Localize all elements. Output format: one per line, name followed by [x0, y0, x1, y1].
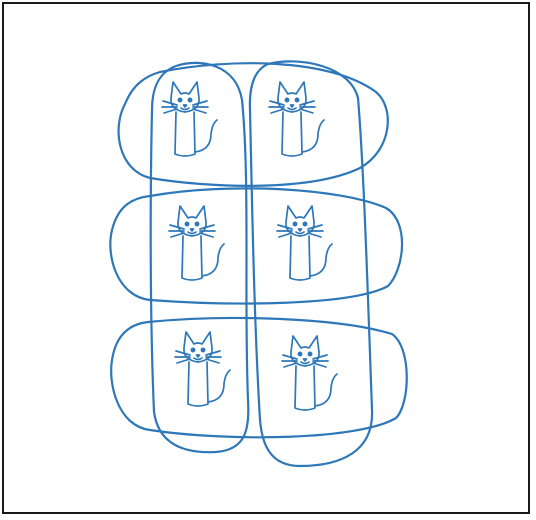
cat-doodle-icon: [269, 82, 324, 156]
row-loop-2: [110, 188, 402, 303]
cat-doodle-icon: [169, 206, 224, 280]
column-loop-2: [250, 61, 372, 466]
column-loop-1: [151, 63, 249, 452]
cat-doodle-icon: [175, 332, 230, 406]
cat-doodle-icon: [282, 336, 337, 410]
cat-doodle-icon: [277, 206, 332, 280]
cat-doodle-icon: [162, 82, 217, 156]
